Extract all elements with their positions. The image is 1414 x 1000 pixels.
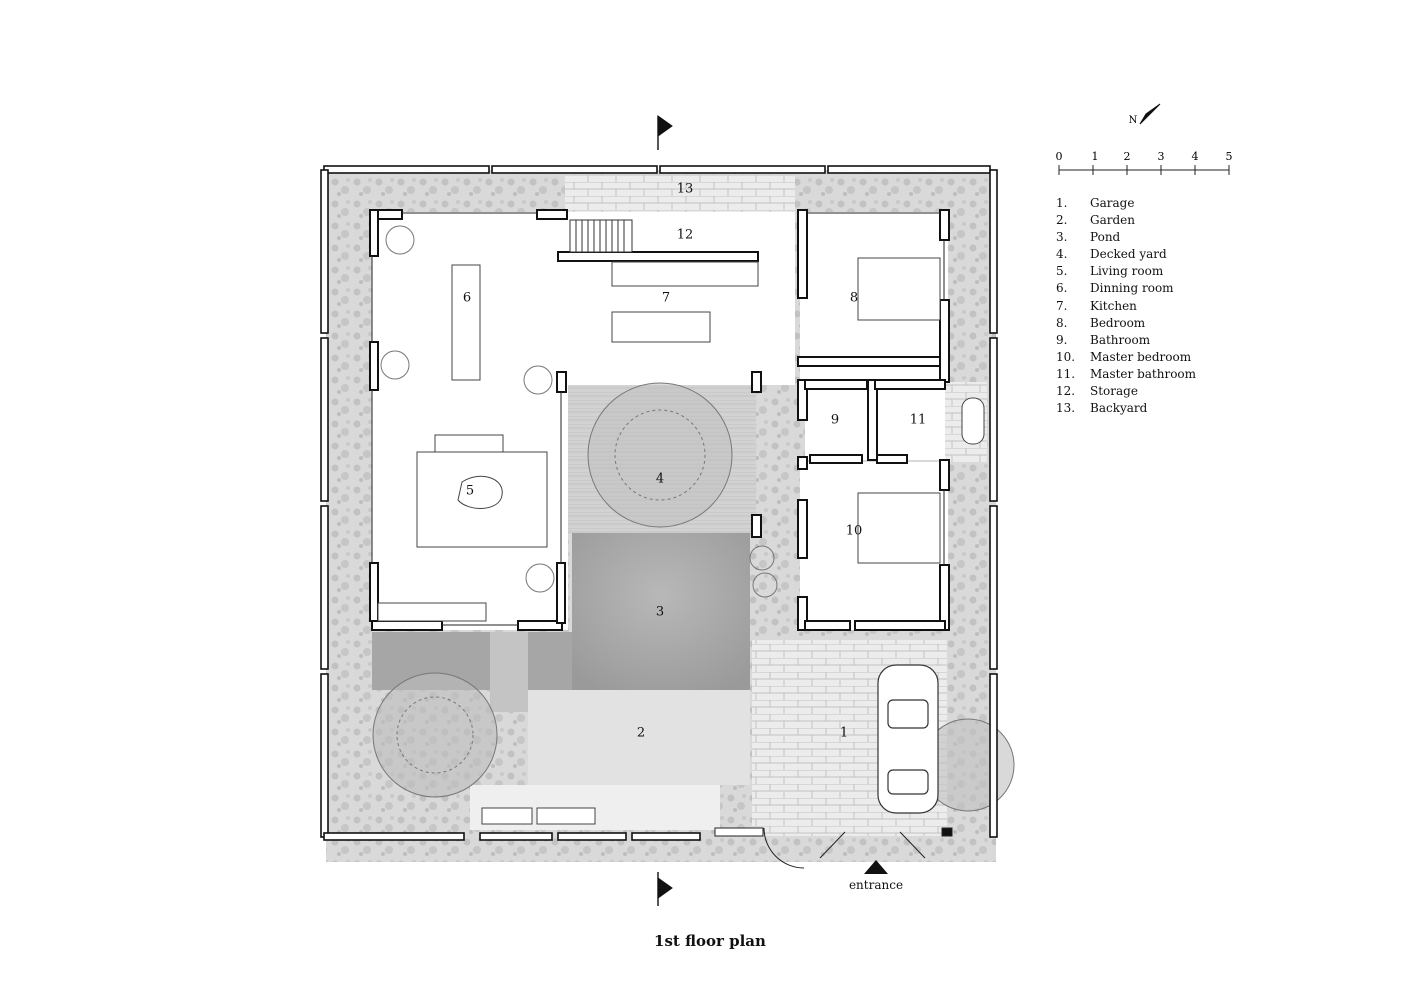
room-number-2: 2 <box>637 726 645 741</box>
legend-item-number: 4. <box>1056 247 1068 262</box>
legend-item-number: 2. <box>1056 213 1068 228</box>
stair <box>569 219 633 253</box>
boundary-walls <box>320 165 998 841</box>
room-number-11: 11 <box>910 413 927 428</box>
room-number-6: 6 <box>463 291 471 306</box>
legend-item: 8. Bedroom <box>1056 315 1196 332</box>
entrance-label: entrance <box>848 878 904 892</box>
room-number-1: 1 <box>840 726 848 741</box>
legend-item: 6. Dinning room <box>1056 280 1196 297</box>
room-number-8: 8 <box>850 291 858 306</box>
tree-symbols <box>372 225 1015 812</box>
legend-item-number: 1. <box>1056 196 1068 210</box>
legend-item: 11. Master bathroom <box>1056 366 1196 383</box>
entrance-arrow-icon <box>864 860 888 874</box>
legend-item: 7. Kitchen <box>1056 298 1196 315</box>
legend-item: 1. Garage <box>1056 195 1196 212</box>
section-markers <box>657 115 673 906</box>
room-number-12: 12 <box>677 228 694 243</box>
room-number-7: 7 <box>662 291 670 306</box>
room-number-4: 4 <box>656 472 664 487</box>
legend-item-name: Garden <box>1090 213 1135 228</box>
legend-item-name: Garage <box>1090 196 1135 210</box>
legend-item-number: 12. <box>1056 384 1076 399</box>
backyard-paving <box>565 174 795 212</box>
legend-item-number: 5. <box>1056 264 1068 279</box>
legend-item-name: Kitchen <box>1090 298 1137 313</box>
legend-item: 9. Bathroom <box>1056 332 1196 349</box>
scale-tick-label: 0 <box>1056 150 1063 163</box>
scale-tick-label: 3 <box>1158 150 1165 163</box>
glazing <box>371 212 945 626</box>
legend-item-number: 10. <box>1056 349 1076 364</box>
legend-item: 3. Pond <box>1056 229 1196 246</box>
scale-tick-label: 2 <box>1124 150 1131 163</box>
legend-item-number: 13. <box>1056 401 1076 416</box>
legend-item-number: 6. <box>1056 281 1068 296</box>
legend-item-name: Dinning room <box>1090 281 1174 296</box>
legend-item: 10. Master bedroom <box>1056 349 1196 366</box>
legend-item-name: Decked yard <box>1090 247 1167 262</box>
car <box>877 664 939 814</box>
scale-bar <box>1058 165 1230 175</box>
north-label: N <box>1129 115 1138 126</box>
room-number-13: 13 <box>677 182 694 197</box>
garden-area <box>528 690 750 785</box>
legend-item-name: Pond <box>1090 230 1121 245</box>
room-numbers: 1 2 3 4 5 6 7 8 9 10 11 12 13 <box>463 182 926 741</box>
scale-tick-label: 1 <box>1092 150 1099 163</box>
legend-item-name: Bathroom <box>1090 332 1151 347</box>
room-legend: 1. Garage 2. Garden 3. Pond 4. Decked yard 5. Liv… <box>1056 195 1196 417</box>
legend-item-number: 9. <box>1056 332 1068 347</box>
north-arrow-icon <box>1139 103 1161 125</box>
room-number-10: 10 <box>846 524 863 539</box>
legend-item: 2. Garden <box>1056 212 1196 229</box>
legend-item: 5. Living room <box>1056 263 1196 280</box>
legend-item: 13. Backyard <box>1056 400 1196 417</box>
room-number-9: 9 <box>831 413 839 428</box>
room-number-3: 3 <box>656 605 664 620</box>
legend-item-name: Storage <box>1090 384 1138 399</box>
entrance-gates <box>714 827 953 869</box>
drawing-title: 1st floor plan <box>654 932 766 950</box>
furniture <box>377 257 985 825</box>
legend-item-number: 3. <box>1056 230 1068 245</box>
legend-item-name: Backyard <box>1090 401 1148 416</box>
scale-tick-label: 5 <box>1226 150 1233 163</box>
scale-tick-label: 4 <box>1192 150 1199 163</box>
legend-item-name: Master bedroom <box>1090 349 1192 364</box>
legend-item-name: Bedroom <box>1090 315 1146 330</box>
legend-item-number: 8. <box>1056 315 1068 330</box>
scale-tick-labels: 0 1 2 3 4 5 <box>1056 150 1233 163</box>
legend-item: 12. Storage <box>1056 383 1196 400</box>
legend-item-number: 11. <box>1056 366 1076 381</box>
room-number-5: 5 <box>466 484 474 499</box>
legend-item-name: Master bathroom <box>1090 366 1197 381</box>
legend-item-name: Living room <box>1090 264 1164 279</box>
legend-item: 4. Decked yard <box>1056 246 1196 263</box>
legend-item-number: 7. <box>1056 298 1068 313</box>
building-walls <box>369 209 950 631</box>
